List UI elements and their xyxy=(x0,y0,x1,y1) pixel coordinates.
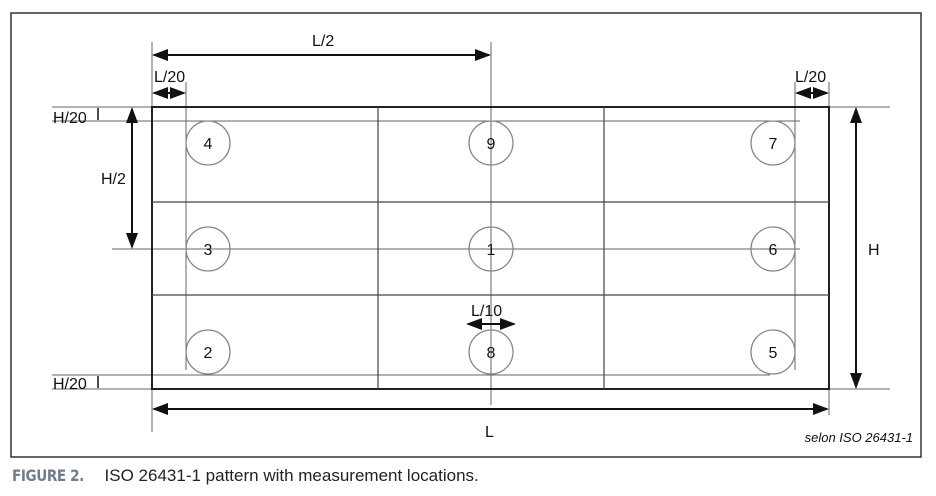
measurement-location-circle xyxy=(468,226,514,272)
label-h20-top: H/20 xyxy=(53,110,87,127)
measurement-location-label: 6 xyxy=(769,242,778,259)
label-half-height: H/2 xyxy=(101,171,126,188)
grid-lines xyxy=(152,107,829,389)
label-l20-right: L/20 xyxy=(795,69,826,86)
pattern-rectangle xyxy=(151,106,830,390)
figure-label: FIGURE 2. xyxy=(12,466,84,485)
measurement-location-label: 2 xyxy=(204,345,213,362)
measurement-location-label: 3 xyxy=(204,242,213,259)
measurement-location-label: 7 xyxy=(769,136,778,153)
source-note: selon ISO 26431-1 xyxy=(805,430,913,445)
measurement-location-circle xyxy=(185,226,231,272)
label-height: H xyxy=(868,242,880,259)
measurement-location-label: 1 xyxy=(487,242,496,259)
measurement-location-label: 5 xyxy=(769,345,778,362)
measurement-location-label: 4 xyxy=(204,136,213,153)
measurement-locations: 4 9 7 3 1 6 2 8 5 xyxy=(185,120,796,375)
measurement-location-circle xyxy=(185,329,231,375)
label-l20-left: L/20 xyxy=(154,69,185,86)
measurement-location-circle xyxy=(750,329,796,375)
extension-lines xyxy=(52,42,890,432)
measurement-location-label: 8 xyxy=(487,345,496,362)
figure-caption: FIGURE 2. ISO 26431-1 pattern with measur… xyxy=(12,466,479,486)
label-half-length: L/2 xyxy=(312,33,334,50)
measurement-location-label: 9 xyxy=(487,136,496,153)
measurement-location-circle xyxy=(750,226,796,272)
label-length: L xyxy=(485,424,494,441)
caption-text: ISO 26431-1 pattern with measurement loc… xyxy=(104,466,479,485)
measurement-location-circle xyxy=(185,120,231,166)
figure-frame xyxy=(10,12,922,458)
measurement-location-circle xyxy=(468,329,514,375)
label-l10: L/10 xyxy=(471,303,502,320)
measurement-location-circle xyxy=(468,120,514,166)
label-h20-bottom: H/20 xyxy=(53,376,87,393)
measurement-location-circle xyxy=(750,120,796,166)
